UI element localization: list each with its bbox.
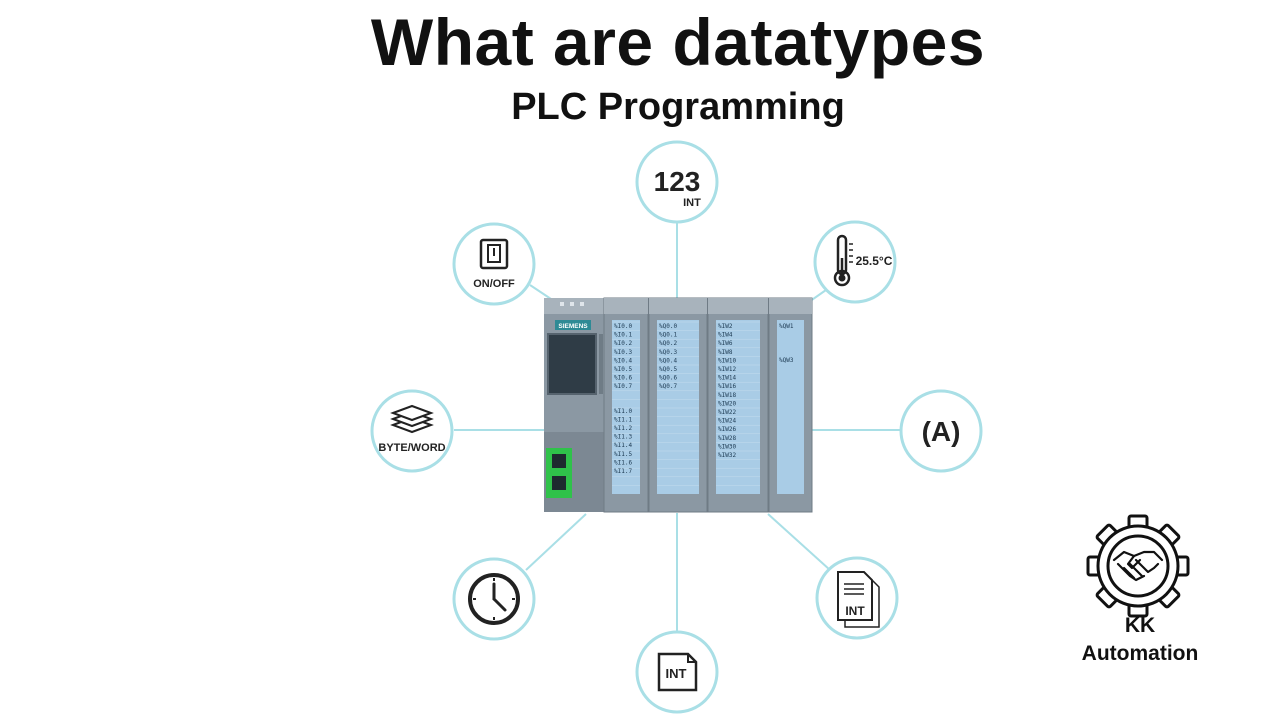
node-on-off-label: ON/OFF xyxy=(473,278,515,290)
io-address: %I1.4 xyxy=(614,442,632,449)
node-int-number: 123 INT xyxy=(635,140,719,224)
io-address: %Q0.2 xyxy=(659,340,677,347)
node-byte-word: BYTE/WORD xyxy=(370,389,454,473)
io-address: %IW4 xyxy=(718,332,733,339)
io-address: %I0.1 xyxy=(614,332,632,339)
kk-logo xyxy=(1086,514,1190,618)
io-address: %I1.3 xyxy=(614,434,632,441)
node-doc-bottom-label: INT xyxy=(666,666,687,681)
cpu-led xyxy=(580,302,584,306)
io-address: %QW3 xyxy=(779,357,794,364)
clock-icon xyxy=(468,573,520,625)
node-char: (A) xyxy=(899,389,983,473)
node-temperature: 25.5°C xyxy=(813,220,897,304)
io-address: %QW1 xyxy=(779,323,794,330)
io-address: %IW24 xyxy=(718,418,736,425)
di-address-lines: %I0.0 %I0.1%I0.2 %I0.3%I0.4 %I0.5 %I0.6%I0.7… xyxy=(612,321,640,486)
io-address: %I1.5 xyxy=(614,451,632,458)
module-dq: %Q0.0 %Q0.1%Q0.2 %Q0.3%Q0.4 %Q0.5 %Q0.6%Q0.7 xyxy=(648,297,708,513)
plc-display xyxy=(547,333,597,395)
io-address: %Q0.0 xyxy=(659,323,677,330)
node-temperature-label: 25.5°C xyxy=(856,254,893,268)
io-address: %IW6 xyxy=(718,340,733,347)
connector-doc-right xyxy=(767,513,831,571)
io-address: %I1.2 xyxy=(614,425,632,432)
module-aq: %QW1 %QW3 xyxy=(768,297,813,513)
brand-line-1: KK xyxy=(1124,614,1156,637)
io-address: %IW32 xyxy=(718,452,736,459)
io-address: %I0.6 xyxy=(614,375,632,382)
io-address: %I1.6 xyxy=(614,459,632,466)
plc-rack: SIEMENS %I0.0%I0.1%I0.2%I0.3%I0.4%I0.5%I… xyxy=(544,297,813,513)
gear-icon xyxy=(1086,514,1190,618)
aq-address-lines: %QW1 %QW3 xyxy=(779,323,794,364)
ethernet-port-1 xyxy=(552,454,566,468)
cpu-led xyxy=(570,302,574,306)
io-address: %Q0.4 xyxy=(659,357,677,364)
dq-address-lines: %Q0.0 %Q0.1%Q0.2 %Q0.3%Q0.4 %Q0.5 %Q0.6%Q0.7 xyxy=(657,321,699,486)
io-address: %Q0.5 xyxy=(659,366,677,373)
module-di: %I0.0 %I0.1%I0.2 %I0.3%I0.4 %I0.5 %I0.6%I0.7… xyxy=(603,297,649,513)
io-address: %Q0.1 xyxy=(659,332,677,339)
document-icon xyxy=(657,652,698,692)
node-char-label: (A) xyxy=(922,416,961,447)
handshake-icon xyxy=(1112,550,1164,582)
brand-name: KK Automation xyxy=(1060,612,1220,668)
node-byte-word-label: BYTE/WORD xyxy=(378,442,445,454)
io-address: %IW14 xyxy=(718,375,736,382)
io-address: %I1.1 xyxy=(614,416,632,423)
io-address: %I0.4 xyxy=(614,357,632,364)
io-address: %IW12 xyxy=(718,366,736,373)
io-address: %IW30 xyxy=(718,443,736,450)
io-address: %IW16 xyxy=(718,383,736,390)
node-int-number-sub: INT xyxy=(683,197,701,209)
io-address: %IW26 xyxy=(718,426,736,433)
cpu-led xyxy=(560,302,564,306)
io-address: %IW22 xyxy=(718,409,736,416)
page-title: What are datatypes xyxy=(370,5,986,79)
io-address: %I0.5 xyxy=(614,366,632,373)
io-address: %I1.0 xyxy=(614,408,632,415)
node-doc-bottom: INT xyxy=(635,630,719,714)
module-ai: %IW2 %IW4%IW6 %IW8%IW10 %IW12 %IW14%IW16 %IW1… xyxy=(707,297,769,513)
io-address: %IW28 xyxy=(718,435,736,442)
io-address: %I0.7 xyxy=(614,383,632,390)
brand-line-2: Automation xyxy=(1081,642,1199,665)
ai-address-lines: %IW2 %IW4%IW6 %IW8%IW10 %IW12 %IW14%IW16 %IW1… xyxy=(716,321,760,486)
switch-icon xyxy=(479,238,509,270)
io-address: %Q0.6 xyxy=(659,375,677,382)
node-doc-right-label: INT xyxy=(845,604,865,618)
io-address: %Q0.3 xyxy=(659,349,677,356)
node-on-off: ON/OFF xyxy=(452,222,536,306)
stack-layers-icon xyxy=(390,404,434,434)
io-address: %IW8 xyxy=(718,349,733,356)
io-address: %Q0.7 xyxy=(659,383,677,390)
node-int-number-main: 123 xyxy=(654,166,701,197)
io-address: %IW20 xyxy=(718,400,736,407)
io-address: %I0.3 xyxy=(614,349,632,356)
connector-lines xyxy=(454,222,900,632)
io-address: %I0.0 xyxy=(614,323,632,330)
ethernet-port-2 xyxy=(552,476,566,490)
io-address: %IW18 xyxy=(718,392,736,399)
plc-brand: SIEMENS xyxy=(558,323,588,330)
io-address: %IW10 xyxy=(718,357,736,364)
node-doc-right: INT xyxy=(815,556,899,640)
thermometer-icon xyxy=(833,234,853,287)
connector-clock xyxy=(525,513,587,571)
plc-brand-plate xyxy=(555,320,591,330)
io-address: %I0.2 xyxy=(614,340,632,347)
io-address: %I1.7 xyxy=(614,468,632,475)
page-subtitle: PLC Programming xyxy=(511,86,845,128)
document-stack-icon xyxy=(837,571,880,628)
io-address: %IW2 xyxy=(718,323,733,330)
node-clock xyxy=(452,557,536,641)
cpu-side-strip xyxy=(599,334,603,394)
